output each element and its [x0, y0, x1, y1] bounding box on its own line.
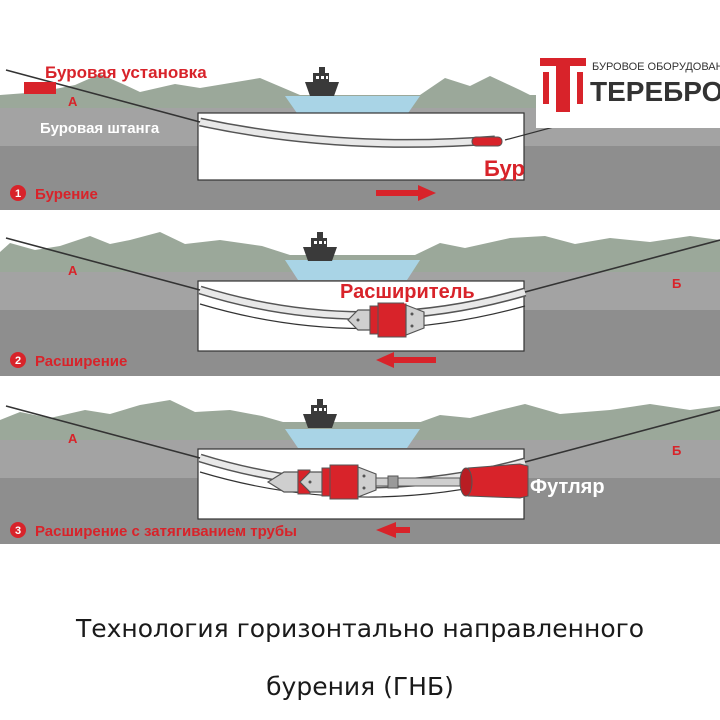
- casing-label: Футляр: [530, 476, 605, 498]
- panel-drilling: Буровая установка А Буровая штанга Бур 1…: [0, 63, 720, 210]
- stage-number-badge: [10, 185, 26, 201]
- stage-title: Расширение с затягиванием трубы: [35, 523, 297, 540]
- logo-subtitle: БУРОВОЕ ОБОРУДОВАНИЕ: [592, 61, 720, 73]
- river: [285, 429, 420, 448]
- logo-name: ТЕРЕБРО: [590, 76, 720, 107]
- point-a-label: А: [68, 263, 78, 278]
- arrow-right-icon: [376, 185, 436, 201]
- point-b-label: Б: [672, 276, 681, 291]
- rig-label: Буровая установка: [45, 63, 207, 82]
- arrow-left-icon: [376, 522, 410, 538]
- point-a-label: А: [68, 431, 78, 446]
- stage-number-badge: [10, 352, 26, 368]
- reamer-label: Расширитель: [340, 281, 475, 303]
- stage-number-badge: [10, 522, 26, 538]
- svg-text:1: 1: [15, 188, 21, 200]
- ship-icon: [305, 67, 339, 96]
- point-a-label: А: [68, 94, 78, 109]
- ship-icon: [303, 399, 337, 428]
- svg-text:3: 3: [15, 525, 21, 537]
- caption-line-2: бурения (ГНБ): [266, 672, 454, 701]
- ship-icon: [303, 232, 337, 261]
- casing-pipe-icon: [459, 463, 529, 499]
- caption-line-1: Технология горизонтально направленного: [75, 614, 645, 643]
- svg-text:2: 2: [15, 355, 21, 367]
- stage-title: Расширение: [35, 353, 127, 370]
- point-b-label: Б: [672, 443, 681, 458]
- river: [285, 96, 420, 116]
- drilling-rig-icon: [24, 82, 56, 94]
- rod-label: Буровая штанга: [40, 120, 160, 137]
- arrow-left-icon: [376, 352, 436, 368]
- panel-pipe-pullback: А Б Футляр 3 Расширение с затягиванием т…: [0, 399, 720, 544]
- panel-reaming: А Б Расширитель 2 Расширение: [0, 232, 720, 376]
- terebro-logo: БУРОВОЕ ОБОРУДОВАНИЕ ТЕРЕБРО: [536, 53, 720, 128]
- stage-title: Бурение: [35, 186, 98, 203]
- logo-mark-icon: [540, 58, 586, 112]
- river: [285, 260, 420, 280]
- bit-label: Бур: [484, 156, 525, 181]
- drill-bit-icon: [471, 136, 503, 147]
